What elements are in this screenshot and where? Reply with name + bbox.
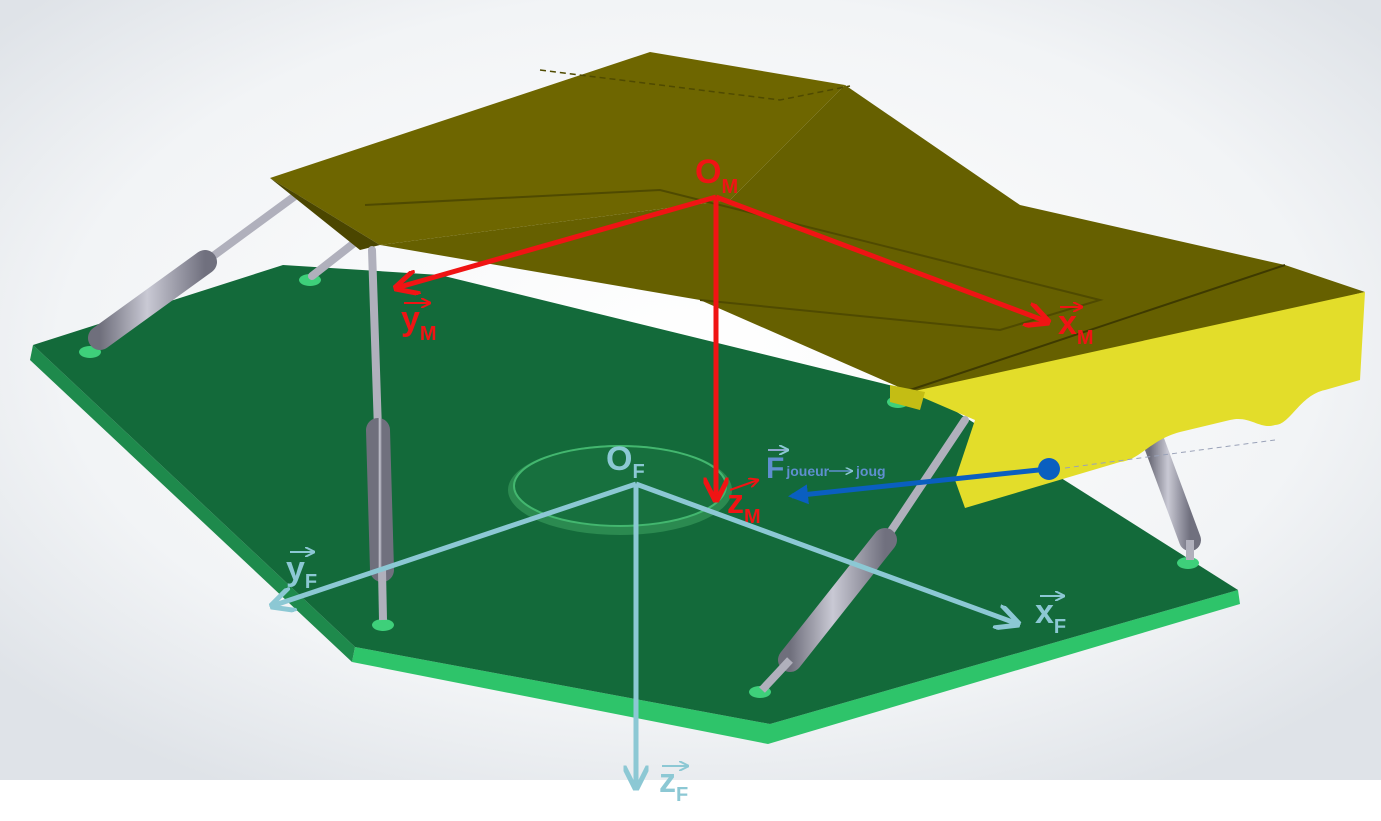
svg-text:yF: yF bbox=[286, 550, 317, 593]
platform-detail-line bbox=[539, 69, 851, 101]
actuator-rod bbox=[201, 192, 299, 266]
svg-text:xF: xF bbox=[1035, 593, 1066, 638]
svg-text:yM: yM bbox=[401, 300, 437, 345]
platform-front-block bbox=[910, 292, 1365, 508]
force-arrow bbox=[788, 466, 1049, 505]
fixed-x-axis-arrow bbox=[635, 481, 1018, 624]
actuator-rod bbox=[368, 246, 382, 434]
pad bbox=[372, 619, 394, 631]
platform-top bbox=[380, 85, 1365, 392]
actuator-rod bbox=[308, 236, 362, 280]
mobile-frame: OM xM yM zM bbox=[396, 153, 1094, 528]
fixed-y-label: yF bbox=[286, 550, 317, 593]
platform-detail-line bbox=[364, 188, 1104, 332]
mobile-origin-label: OM bbox=[695, 153, 738, 198]
vector-arrow-icon bbox=[729, 480, 758, 491]
actuators-back bbox=[88, 192, 1201, 560]
actuator-rod bbox=[759, 657, 793, 693]
fixed-y-axis-arrow bbox=[272, 481, 637, 606]
base-plate-edge-left bbox=[30, 345, 355, 662]
actuator-cylinder bbox=[366, 418, 394, 582]
mobile-platform bbox=[270, 52, 1365, 508]
fixed-x-label: xF bbox=[1035, 593, 1066, 638]
fixed-frame: OF xF yF zF bbox=[272, 440, 1066, 806]
actuator-cylinder bbox=[1139, 421, 1201, 551]
platform-left-panel bbox=[270, 52, 845, 245]
mobile-x-axis-arrow bbox=[715, 194, 1048, 322]
fixed-origin-label: OF bbox=[606, 440, 645, 483]
actuator-cylinder bbox=[88, 250, 217, 350]
svg-text:xM: xM bbox=[1058, 304, 1094, 349]
actuator-rod bbox=[378, 569, 387, 621]
svg-text:zF: zF bbox=[659, 762, 688, 806]
mobile-x-label: xM bbox=[1058, 304, 1094, 349]
mobile-y-axis-arrow bbox=[396, 194, 717, 288]
platform-front-tab bbox=[890, 385, 925, 410]
actuator-cylinder bbox=[778, 528, 897, 672]
fixed-z-label: zF bbox=[659, 762, 688, 806]
svg-text:joug: joug bbox=[855, 463, 886, 479]
force-point-icon bbox=[1038, 458, 1060, 480]
mobile-y-label: yM bbox=[401, 300, 437, 345]
platform-edge-line bbox=[909, 264, 1286, 391]
base-plate-edge bbox=[352, 590, 1240, 744]
platform-left-edge bbox=[270, 178, 380, 250]
